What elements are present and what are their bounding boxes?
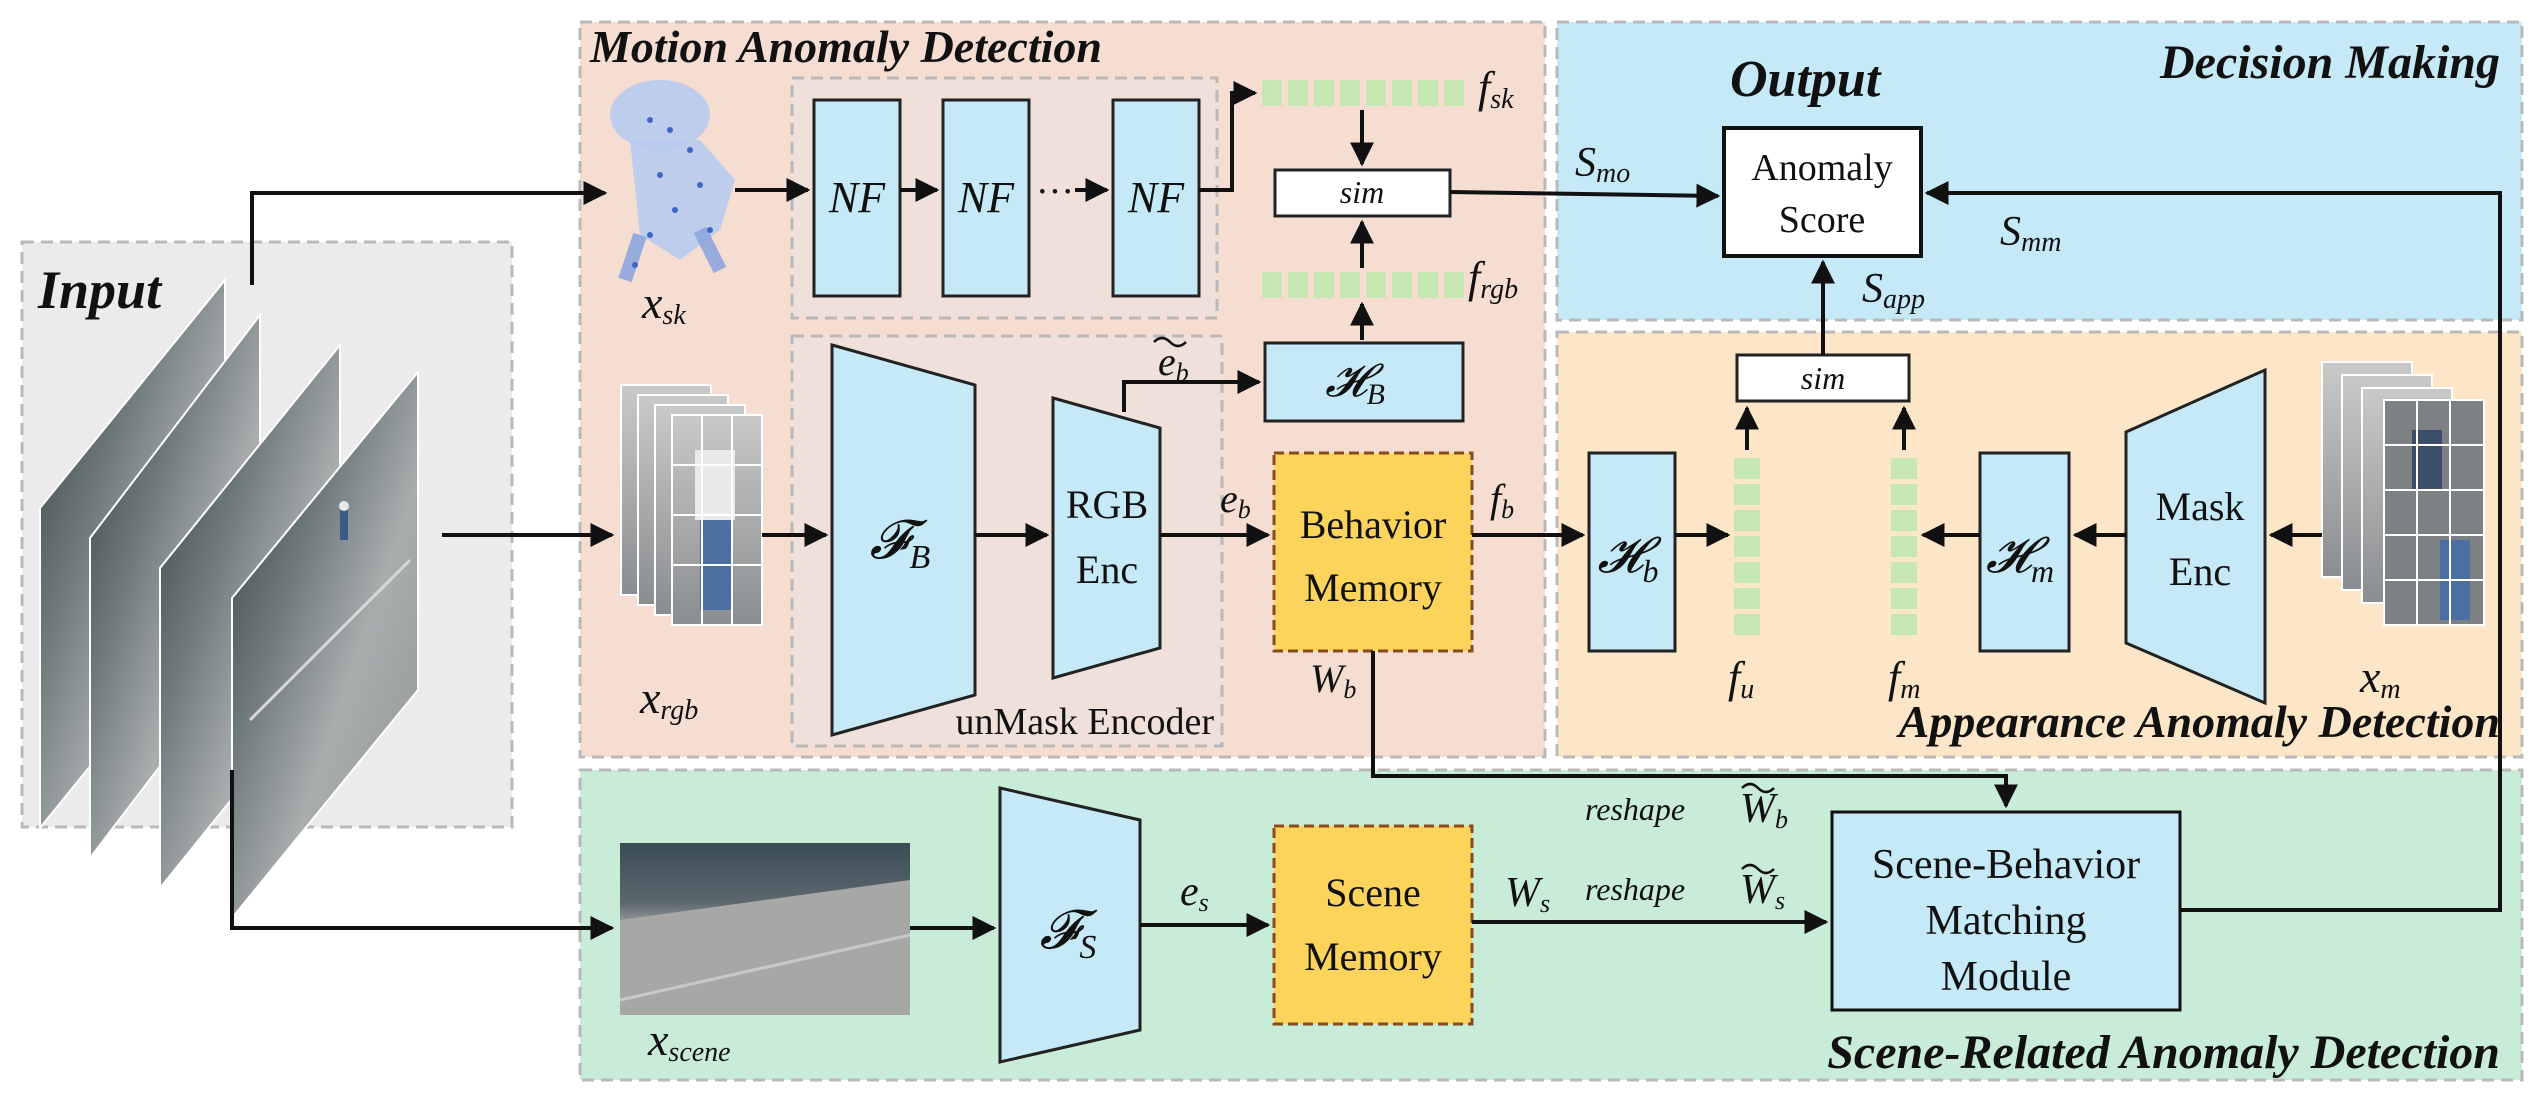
scene-behavior-matching-module: Scene-Behavior Matching Module [1830, 810, 2182, 1012]
anomaly-score-box: Anomaly Score [1722, 126, 1923, 258]
output-title: Output [1730, 51, 1882, 108]
reshape-label-2: reshape [1585, 871, 1685, 907]
e-b-label: eb [1220, 476, 1251, 524]
scene-title: Scene-Related Anomaly Detection [1827, 1026, 2500, 1079]
h-big-b-block: 𝓗B [1263, 341, 1465, 423]
nf-block-3: NF [1111, 98, 1201, 298]
svg-text:Enc: Enc [1076, 547, 1138, 592]
scene-memory: Scene Memory [1272, 824, 1474, 1026]
input-video-frames [39, 277, 419, 921]
f-big-b-encoder: 𝓕B [830, 343, 977, 737]
f-m-feature [1891, 458, 1917, 635]
nf-block-2: NF [941, 98, 1031, 298]
x-scene-label: xscene [647, 1014, 731, 1068]
e-b-tilde-label: eb [1158, 339, 1189, 387]
svg-text:Scene-Behavior: Scene-Behavior [1872, 842, 2140, 888]
svg-text:Enc: Enc [2169, 549, 2231, 594]
skeleton-input-image [610, 80, 735, 283]
unmask-encoder-label: unMask Encoder [955, 701, 1214, 743]
masked-crop-stack [2321, 361, 2485, 626]
svg-text:Memory: Memory [1304, 565, 1442, 610]
s-app-label: Sapp [1862, 266, 1925, 315]
w-b-tilde-mark [1741, 782, 1775, 794]
input-title: Input [37, 260, 163, 320]
decision-panel: Decision Making [1555, 20, 2524, 322]
nf-block-1: NF [812, 98, 902, 298]
e-b-tilde-mark [1153, 336, 1187, 348]
svg-text:NF: NF [1127, 173, 1185, 222]
s-mo-label: Smo [1575, 140, 1630, 189]
w-s-tilde-mark [1741, 863, 1775, 875]
f-rgb-feature [1262, 272, 1464, 298]
x-sk-label: xsk [641, 277, 686, 331]
mask-encoder: Mask Enc [2124, 367, 2267, 706]
motion-title: Motion Anomaly Detection [589, 21, 1102, 72]
svg-text:Anomaly: Anomaly [1751, 147, 1892, 189]
behavior-memory: Behavior Memory [1272, 451, 1474, 653]
svg-text:sim: sim [1801, 360, 1845, 396]
svg-text:Module: Module [1941, 954, 2072, 1000]
svg-text:Memory: Memory [1304, 934, 1442, 979]
scene-panel: Scene-Related Anomaly Detection [578, 768, 2524, 1082]
scene-input-image [619, 843, 911, 1015]
rgb-crop-stack [620, 384, 763, 626]
x-rgb-label: xrgb [639, 672, 698, 726]
w-s-label: Ws [1505, 870, 1550, 918]
decision-title: Decision Making [2159, 36, 2500, 89]
f-u-feature [1734, 458, 1760, 635]
rgb-encoder: RGB Enc [1051, 396, 1162, 680]
reshape-label-1: reshape [1585, 791, 1685, 827]
svg-text:NF: NF [828, 173, 886, 222]
h-m-block: 𝓗m [1978, 451, 2071, 653]
svg-text:RGB: RGB [1066, 482, 1148, 527]
svg-text:Behavior: Behavior [1300, 502, 1447, 547]
sim-box-motion: sim [1273, 168, 1452, 218]
h-small-b-block: 𝓗b [1587, 451, 1677, 653]
svg-text:sim: sim [1340, 174, 1384, 210]
f-sk-feature [1262, 80, 1464, 106]
nf-ellipsis: ··· [1036, 171, 1074, 213]
sim-box-appearance: sim [1735, 353, 1911, 403]
svg-text:Matching: Matching [1926, 898, 2087, 944]
svg-text:Scene: Scene [1325, 870, 1421, 915]
f-s-encoder: 𝓕S [998, 786, 1142, 1064]
w-b-label: Wb [1310, 656, 1356, 704]
e-s-label: es [1180, 869, 1209, 917]
svg-text:Score: Score [1779, 199, 1866, 241]
x-m-label: xm [2359, 651, 2401, 705]
appearance-title: Appearance Anomaly Detection [1896, 696, 2500, 747]
svg-text:NF: NF [957, 173, 1015, 222]
s-mm-label: Smm [2000, 209, 2061, 258]
w-s-tilde-label: Ws [1740, 867, 1785, 915]
svg-text:Mask: Mask [2156, 484, 2245, 529]
connectors [230, 81, 2502, 940]
w-b-tilde-label: Wb [1740, 786, 1788, 834]
svg-text:𝓗m: 𝓗m [1986, 527, 2054, 589]
